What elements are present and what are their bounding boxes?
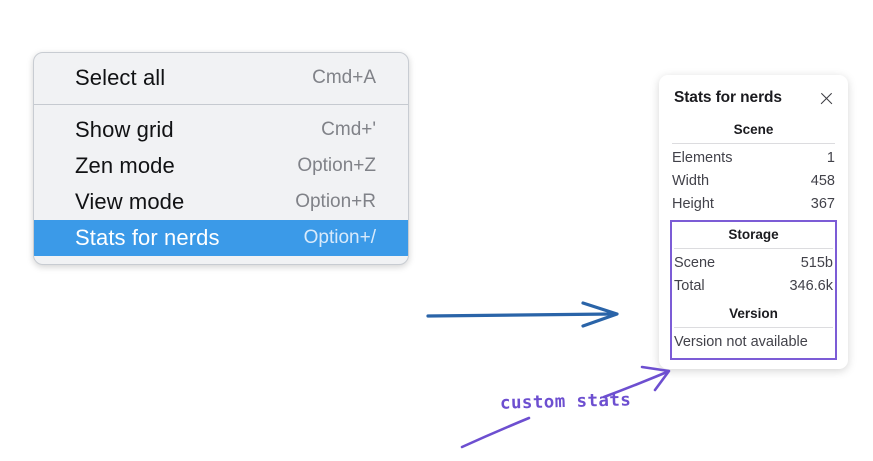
stat-value: 515b — [800, 255, 833, 272]
stats-for-nerds-panel: Stats for nerds Scene Elements 1 Width 4… — [659, 75, 848, 369]
stat-key: Total — [674, 278, 705, 295]
panel-title: Stats for nerds — [674, 89, 782, 106]
blue-arrow — [426, 301, 619, 328]
menu-item-label: Select all — [75, 65, 166, 90]
menu-item-shortcut: Cmd+' — [321, 119, 376, 140]
annotation-label: custom stats — [499, 390, 632, 414]
section-heading-storage: Storage — [728, 227, 779, 243]
stat-value: 346.6k — [789, 278, 833, 295]
stat-key: Width — [672, 173, 710, 190]
purple-underline-stroke — [460, 416, 531, 449]
close-icon[interactable] — [818, 90, 835, 107]
menu-item-label: Stats for nerds — [75, 225, 220, 250]
stat-key: Scene — [674, 255, 716, 272]
divider — [672, 143, 835, 144]
stats-panel-header: Stats for nerds — [659, 89, 848, 107]
context-menu[interactable]: Select all Cmd+A Show grid Cmd+' Zen mod… — [33, 52, 409, 265]
custom-stats-highlight-region: Storage Scene 515b Total 346.6k Version … — [670, 220, 837, 360]
stat-key: Height — [672, 196, 714, 213]
menu-item-label: Zen mode — [75, 153, 175, 178]
menu-item-shortcut: Cmd+A — [312, 67, 376, 88]
stat-row-storage-scene: Scene 515b — [674, 252, 833, 275]
section-heading-version: Version — [729, 305, 778, 321]
menu-item-shortcut: Option+Z — [297, 155, 376, 176]
section-heading-scene: Scene — [733, 122, 774, 137]
menu-item-shortcut: Option+/ — [303, 227, 376, 248]
menu-group-1: Select all Cmd+A — [34, 53, 408, 104]
menu-item-label: View mode — [75, 189, 185, 214]
stat-value: 367 — [810, 196, 835, 213]
divider — [674, 326, 833, 328]
stat-row-height: Height 367 — [672, 193, 835, 216]
menu-item-show-grid[interactable]: Show grid Cmd+' — [34, 112, 408, 148]
stat-value: 1 — [826, 150, 835, 166]
stat-value: 458 — [810, 173, 835, 190]
stat-key: Elements — [672, 150, 733, 166]
menu-group-2: Show grid Cmd+' Zen mode Option+Z View m… — [34, 104, 408, 264]
divider — [674, 248, 833, 250]
menu-item-zen-mode[interactable]: Zen mode Option+Z — [34, 148, 408, 184]
stat-row-elements: Elements 1 — [672, 147, 835, 170]
menu-item-label: Show grid — [75, 117, 174, 142]
menu-item-view-mode[interactable]: View mode Option+R — [34, 184, 408, 220]
stats-panel-body: Scene Elements 1 Width 458 Height 367 St… — [659, 121, 848, 360]
menu-item-shortcut: Option+R — [295, 191, 376, 212]
version-text: Version not available — [674, 333, 808, 350]
stat-row-width: Width 458 — [672, 170, 835, 193]
stat-row-storage-total: Total 346.6k — [674, 275, 833, 298]
menu-item-select-all[interactable]: Select all Cmd+A — [34, 60, 408, 96]
menu-item-stats-for-nerds[interactable]: Stats for nerds Option+/ — [34, 220, 408, 256]
